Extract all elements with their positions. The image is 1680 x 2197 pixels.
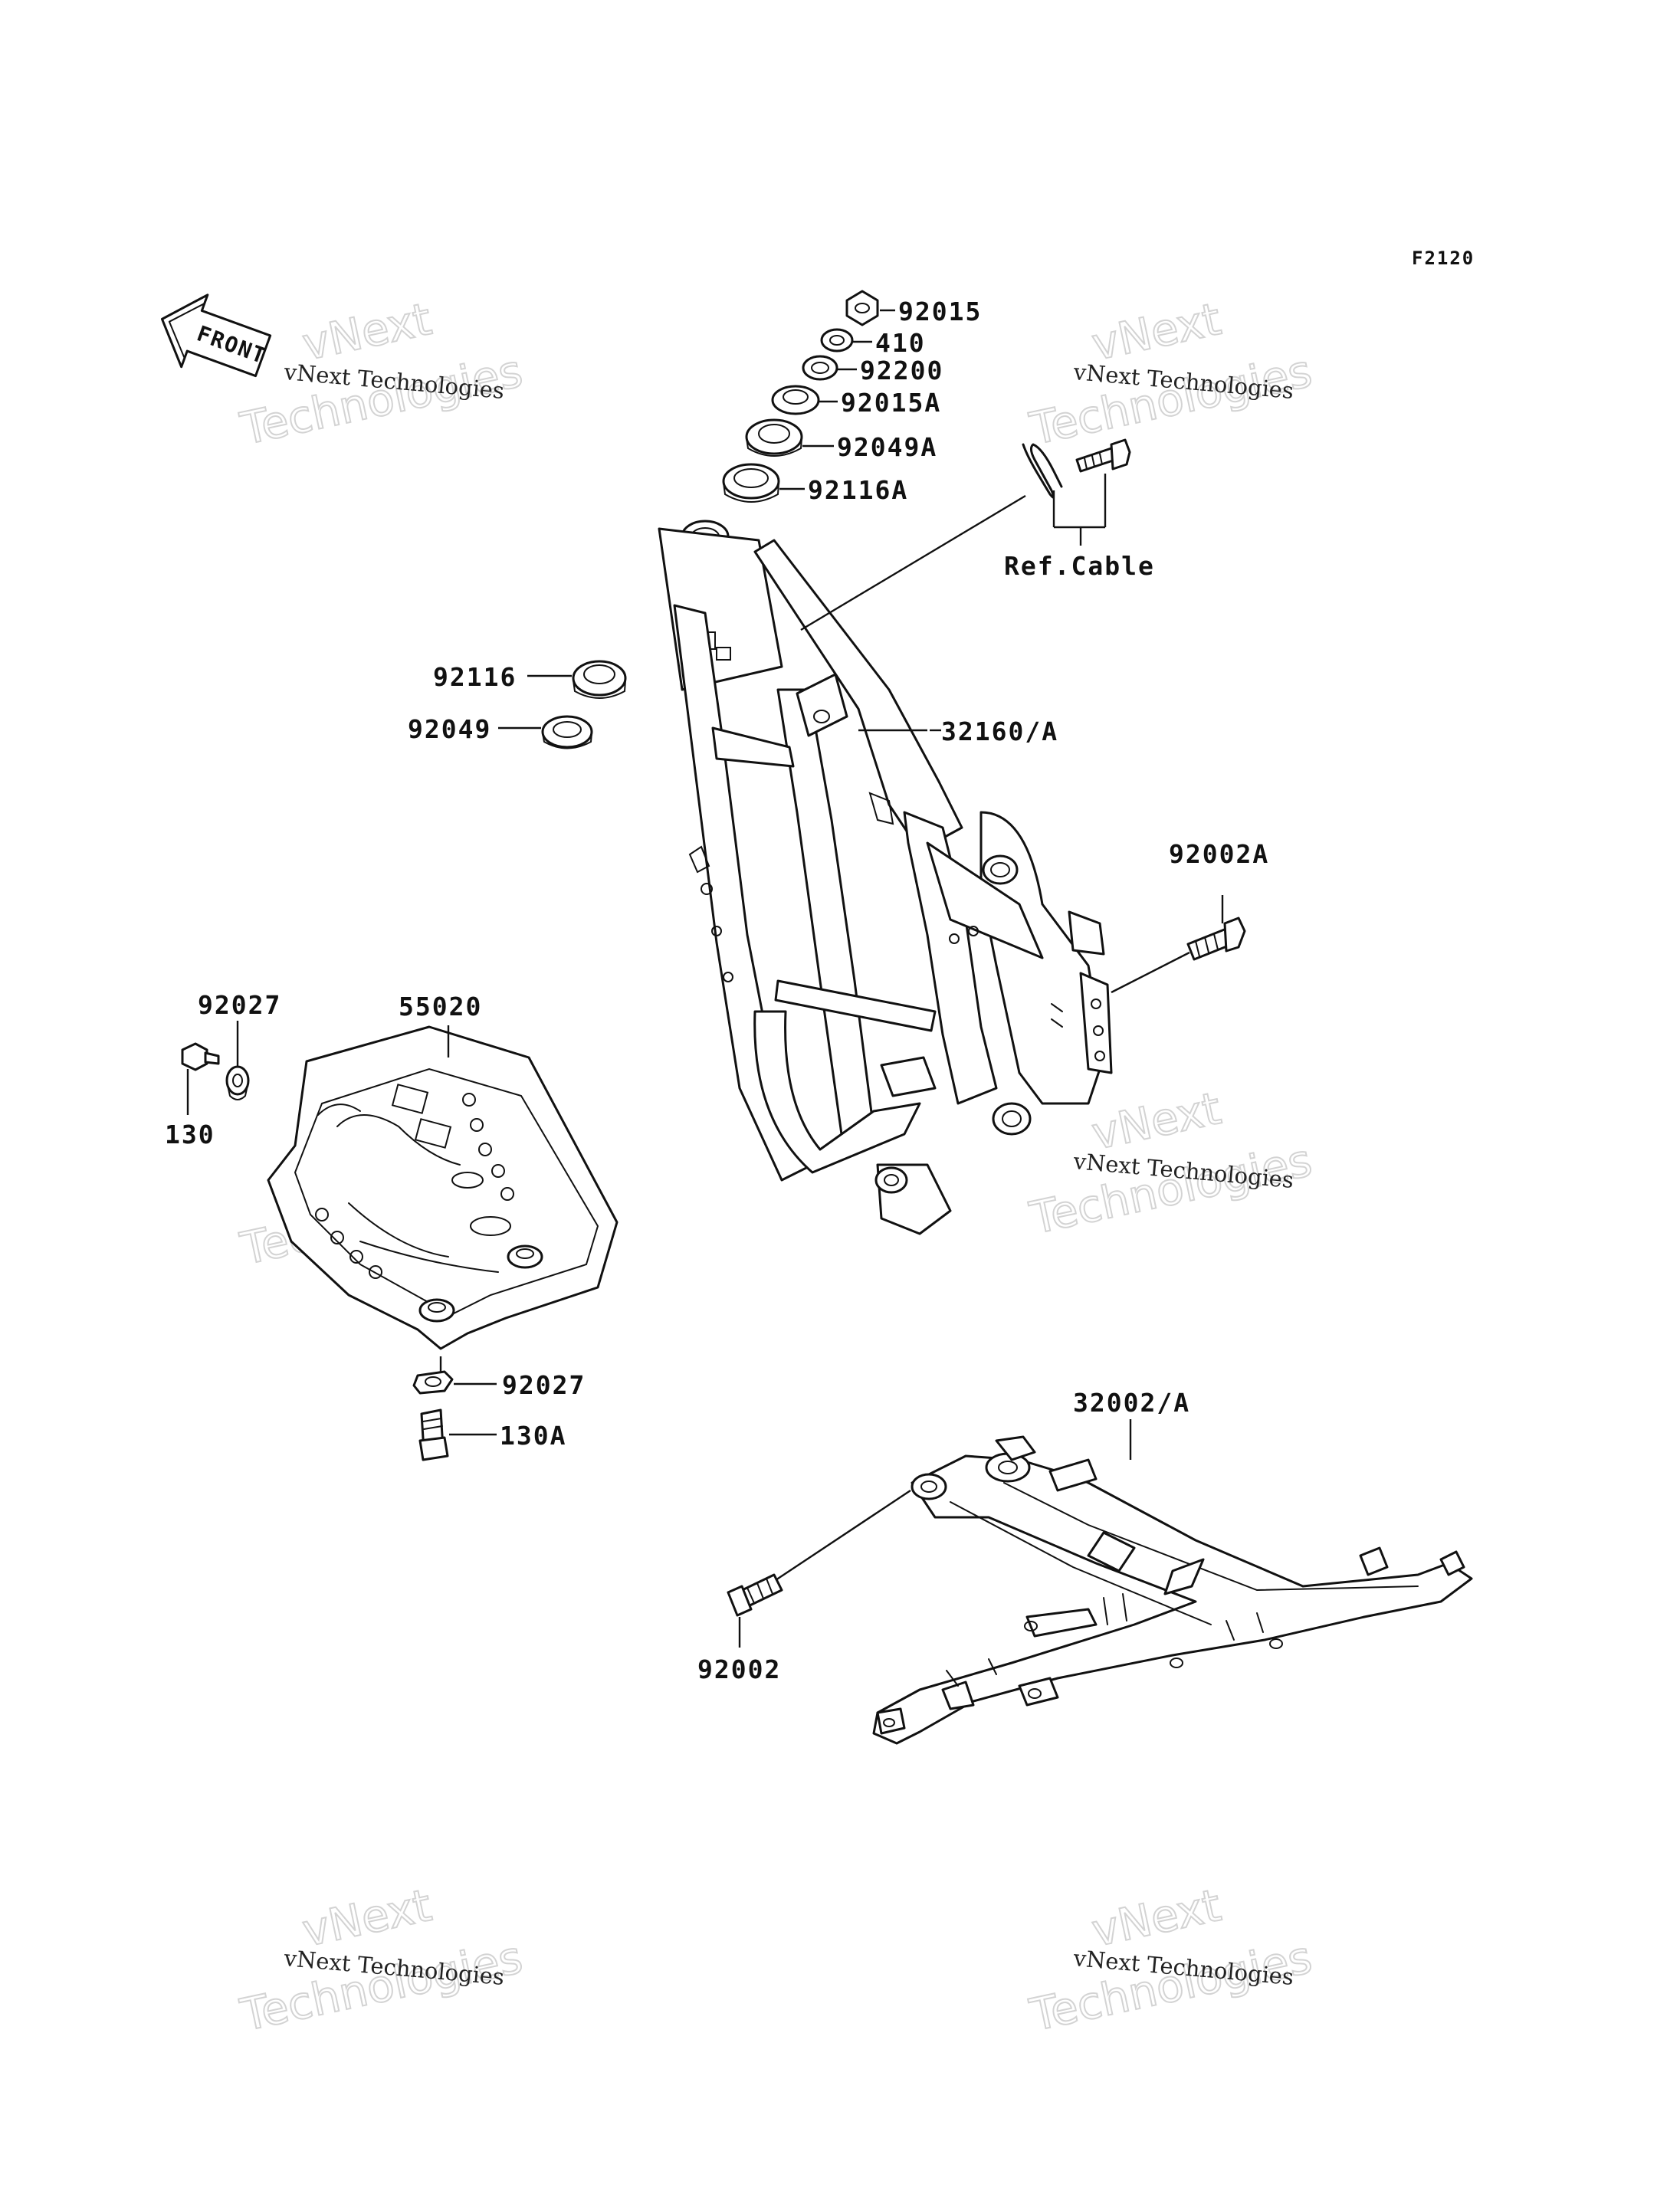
svg-text:vNext: vNext [1088, 1082, 1226, 1160]
race-92116-icon [572, 660, 627, 699]
label-410: 410 [875, 328, 926, 358]
label-92002: 92002 [697, 1654, 781, 1684]
bearing-92049-icon [541, 715, 593, 749]
bolt-130A-icon [418, 1408, 449, 1461]
collar-92027-top-icon [225, 1065, 250, 1100]
watermark-2: vNext Technologies vNext Technologies [1025, 292, 1317, 456]
nut-92015-icon [845, 290, 879, 326]
label-92200: 92200 [860, 356, 943, 385]
bolt-130-icon [181, 1042, 220, 1071]
washer-92200-icon [802, 355, 838, 381]
label-92015A: 92015A [841, 388, 941, 418]
label-92015: 92015 [898, 297, 982, 326]
label-130A: 130A [500, 1421, 566, 1451]
diagram-code: F2120 [1412, 248, 1475, 269]
watermark-6: vNext Technologies vNext Technologies [1025, 1878, 1317, 2042]
label-32160A: 32160/A [941, 716, 1058, 746]
main-frame-icon [658, 520, 1113, 1235]
label-92116: 92116 [433, 662, 517, 692]
svg-text:vNext: vNext [298, 1879, 436, 1957]
label-92002A: 92002A [1169, 839, 1269, 869]
label-92027-top: 92027 [198, 990, 281, 1020]
subframe-icon [872, 1435, 1473, 1745]
label-92116A: 92116A [808, 475, 908, 505]
watermark-1: vNext Technologies vNext Technologies [235, 292, 528, 456]
label-130: 130 [165, 1120, 215, 1149]
collar-92027-bottom-icon [412, 1370, 454, 1395]
nut-92015A-icon [771, 385, 820, 415]
label-92027-bottom: 92027 [502, 1370, 586, 1400]
bolt-92002A-icon [1186, 917, 1246, 961]
label-55020: 55020 [399, 992, 482, 1021]
watermark-4: vNext Technologies vNext Technologies [1025, 1081, 1317, 1245]
label-92049: 92049 [408, 714, 491, 744]
label-32002A: 32002/A [1073, 1388, 1190, 1418]
watermark-5: vNext Technologies vNext Technologies [235, 1878, 528, 2042]
ref-cable-label: Ref.Cable [1004, 551, 1155, 581]
cable-clip-icon [1022, 443, 1063, 499]
race-92116A-icon [722, 463, 780, 503]
cable-bolt-icon [1075, 438, 1131, 473]
svg-text:vNext: vNext [1088, 1879, 1226, 1957]
skid-plate-icon [267, 1025, 619, 1350]
bolt-92002-icon [727, 1573, 783, 1617]
svg-text:vNext: vNext [1088, 293, 1226, 371]
bearing-92049A-icon [745, 418, 803, 457]
label-92049A: 92049A [837, 432, 937, 462]
front-arrow-icon: FRONT [160, 293, 272, 378]
svg-text:vNext: vNext [298, 293, 436, 371]
washer-410-icon [820, 328, 854, 353]
